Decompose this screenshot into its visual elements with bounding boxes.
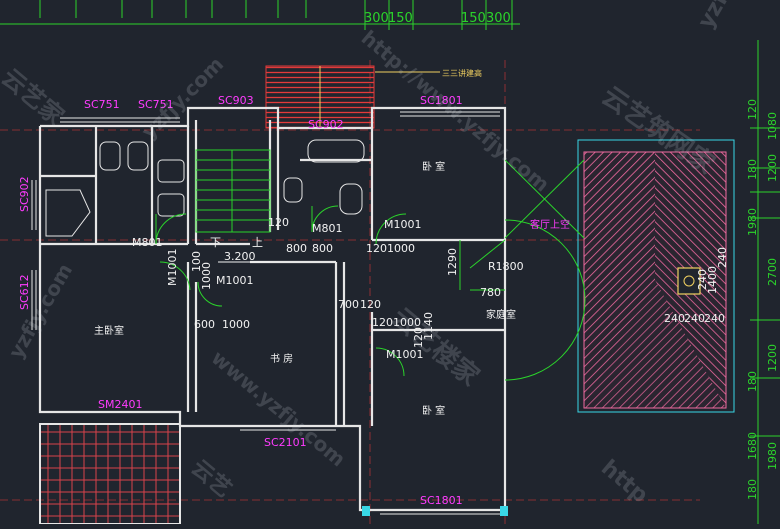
label-sc751-a: SC751: [84, 98, 120, 111]
dim-right-10: 1980: [766, 442, 779, 470]
dim-1140: 1140: [422, 312, 435, 340]
right-dimension-labels: 120 1080 180 1200 1980 2700 180 1200 168…: [746, 99, 779, 500]
stair-down-label: 下: [210, 236, 221, 249]
annotation-yellow: 三三讲建高: [442, 68, 482, 78]
dim-240-d: 240: [716, 247, 729, 268]
label-m801-b: M801: [312, 222, 343, 235]
watermark-8: yzf: [694, 0, 734, 33]
dim-right-2: 1080: [766, 112, 779, 140]
label-m1001-a: M1001: [384, 218, 422, 231]
room-study: 书 房: [270, 352, 293, 365]
dim-1000-b: 1000: [200, 262, 213, 290]
dim-1201000-b: 1201000: [372, 316, 421, 329]
stair-up-label: 上: [252, 236, 263, 249]
dim-right-7: 180: [746, 371, 759, 392]
window-post-right: [500, 506, 508, 516]
dim-right-8: 1200: [766, 344, 779, 372]
dim-right-6: 2700: [766, 258, 779, 286]
dim-120-a: 120: [268, 216, 289, 229]
dim-100: 100: [190, 251, 203, 272]
dim-120-b: 120: [360, 298, 381, 311]
dim-r1800: R1800: [488, 260, 524, 273]
dim-top-4: 300: [486, 11, 511, 26]
bathroom-fixtures: [45, 139, 365, 237]
dim-top-2: 150: [388, 11, 413, 26]
floor-level-label: 3.200: [224, 250, 256, 263]
chimney: [677, 267, 701, 295]
dimension-texts: 800 800 120 1201000 700 120 600 1000 120…: [190, 216, 729, 348]
label-m1001-d: M1001: [386, 348, 424, 361]
dim-right-4: 1200: [766, 154, 779, 182]
dim-240-c: 240: [704, 312, 725, 325]
label-sc612: SC612: [18, 274, 31, 310]
watermark-6: 云艺: [186, 455, 236, 503]
dim-top-3: 150: [461, 11, 486, 26]
label-sc902-top: SC902: [308, 118, 344, 131]
label-sc902-left: SC902: [18, 176, 31, 212]
watermark-10: 云艺家: [0, 63, 69, 131]
label-sc751-b: SC751: [138, 98, 174, 111]
dim-1201000-a: 1201000: [366, 242, 415, 255]
dim-top-1: 300: [364, 11, 389, 26]
top-dimension-labels: 300 150 150 300: [364, 11, 511, 26]
label-m1001-b: M1001: [216, 274, 254, 287]
balcony: [39, 423, 181, 525]
watermark-3: http://www.yzfjy.com: [357, 25, 554, 196]
roof-left-slope: [584, 152, 655, 408]
dim-120-c: 120: [412, 327, 425, 348]
roof-eave: [577, 139, 735, 413]
staircase: [195, 149, 271, 233]
watermark-4: 云艺楼家: [386, 302, 486, 393]
room-labels: 卧 室 卧 室 主卧室 书 房 家庭室 客厅上空: [94, 160, 570, 417]
doors: [155, 205, 586, 381]
dim-700: 700: [338, 298, 359, 311]
dim-1290: 1290: [446, 248, 459, 276]
dim-240-a: 240: [664, 312, 685, 325]
label-m801-a: M801: [132, 236, 163, 249]
dim-right-11: 180: [746, 479, 759, 500]
chimney-flue: [683, 275, 695, 287]
label-sm2401: SM2401: [98, 398, 142, 411]
dim-240-e: 240: [696, 269, 709, 290]
dim-right-5: 1980: [746, 208, 759, 236]
label-sc2101: SC2101: [264, 436, 307, 449]
dim-right-1: 120: [746, 99, 759, 120]
dim-right-9: 1680: [746, 432, 759, 460]
label-m1001-c: M1001: [166, 249, 179, 287]
window-labels: SC751 SC751 SC903 SC902 SC1801 SC902 SC6…: [18, 94, 463, 507]
label-sc1801-top: SC1801: [420, 94, 463, 107]
windows: [31, 111, 500, 515]
label-sc1801-bottom: SC1801: [420, 494, 463, 507]
dim-780: 780: [480, 286, 501, 299]
window-post-left: [362, 506, 370, 516]
room-master-bedroom: 主卧室: [94, 324, 124, 337]
top-dimension-line: [0, 0, 520, 30]
room-family-hall: 家庭室: [486, 308, 516, 321]
void-cross: [459, 159, 585, 291]
room-bedroom-bottom: 卧 室: [422, 404, 445, 417]
door-labels: M801 M801 M1001 M1001 M1001 M1001: [132, 218, 424, 361]
dim-1000: 1000: [222, 318, 250, 331]
dim-right-3: 180: [746, 159, 759, 180]
label-sc903: SC903: [218, 94, 254, 107]
dim-800-b: 800: [312, 242, 333, 255]
dim-1400: 1400: [706, 266, 719, 294]
right-dimension-lines: [750, 40, 780, 524]
dim-800-a: 800: [286, 242, 307, 255]
room-void: 客厅上空: [530, 218, 570, 231]
dim-240-b: 240: [684, 312, 705, 325]
room-bedroom-top: 卧 室: [422, 160, 445, 173]
roof-bottom-slope: [584, 280, 726, 408]
dim-600: 600: [194, 318, 215, 331]
